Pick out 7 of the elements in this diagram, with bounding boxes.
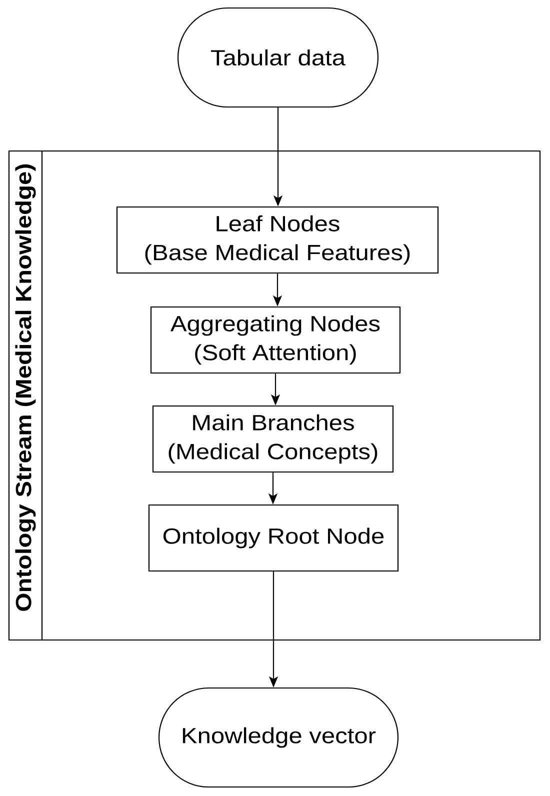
rounded-terminal: Knowledge vector	[158, 687, 399, 788]
rounded-terminal: Tabular data	[177, 7, 379, 108]
process-box: Leaf Nodes (Base Medical Features)	[116, 206, 439, 274]
process-box: Aggregating Nodes (Soft Attention)	[150, 306, 401, 374]
lane-title: Ontology Stream (Medical Knowledge)	[15, 164, 36, 611]
process-box: Main Branches (Medical Concepts)	[152, 405, 394, 473]
process-box: Ontology Root Node	[148, 504, 399, 572]
